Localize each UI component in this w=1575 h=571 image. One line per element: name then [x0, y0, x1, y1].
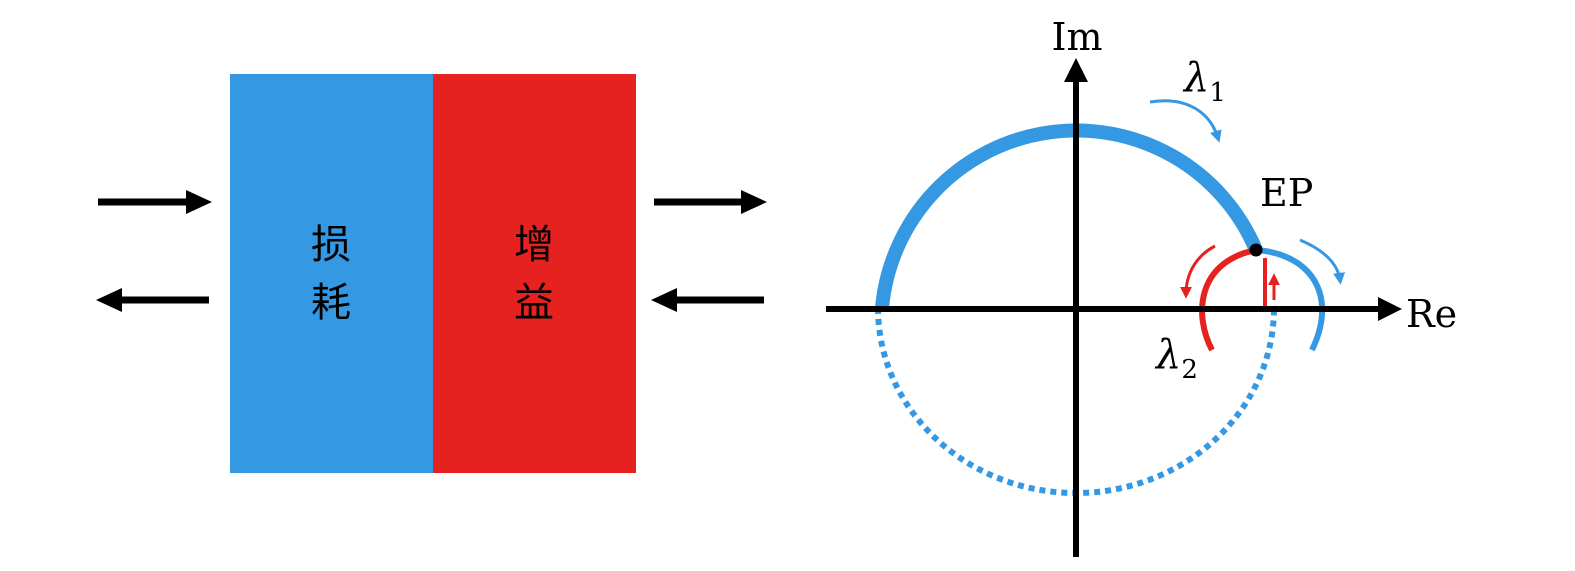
lambda1-subscript: 1	[1209, 78, 1226, 108]
lambda2-trajectory	[1199, 247, 1257, 352]
right-incident-arrow	[651, 288, 764, 312]
lambda1-trajectory	[875, 123, 1263, 309]
lambda2-symbol: λ	[1154, 332, 1181, 378]
lambda1-symbol: λ	[1182, 55, 1209, 101]
gain-label-char-2: 益	[514, 280, 554, 326]
real-axis-arrowhead	[1378, 297, 1402, 321]
loss-region	[230, 74, 433, 473]
lambda1-label: λ1	[1182, 55, 1226, 108]
lambda1-branch-direction-arrow	[1299, 238, 1346, 285]
gain-region	[433, 74, 636, 473]
imag-axis-arrowhead	[1064, 58, 1088, 82]
lambda2-subscript: 2	[1181, 355, 1198, 385]
lambda2-label: λ2	[1154, 332, 1198, 385]
left-reflected-arrow	[96, 288, 209, 312]
right-transmitted-arrow	[654, 190, 767, 214]
left-incident-arrow	[98, 190, 212, 214]
exceptional-point	[1249, 243, 1263, 257]
imag-axis-label: Im	[1051, 15, 1102, 59]
complex-plane: Im Re EP λ1 λ2	[826, 15, 1457, 557]
lambda1-direction-arrow	[1149, 99, 1222, 143]
ep-label: EP	[1260, 171, 1313, 215]
pt-symmetric-slab: 损 耗 增 益	[230, 74, 636, 473]
lambda1-branch-after-ep	[1255, 247, 1325, 352]
real-axis-label: Re	[1406, 292, 1457, 336]
gain-label-char-1: 增	[514, 222, 554, 268]
loss-label-char-2: 耗	[311, 280, 351, 326]
loss-label-char-1: 损	[311, 222, 351, 268]
lambda2-direction-arrow	[1180, 244, 1216, 299]
